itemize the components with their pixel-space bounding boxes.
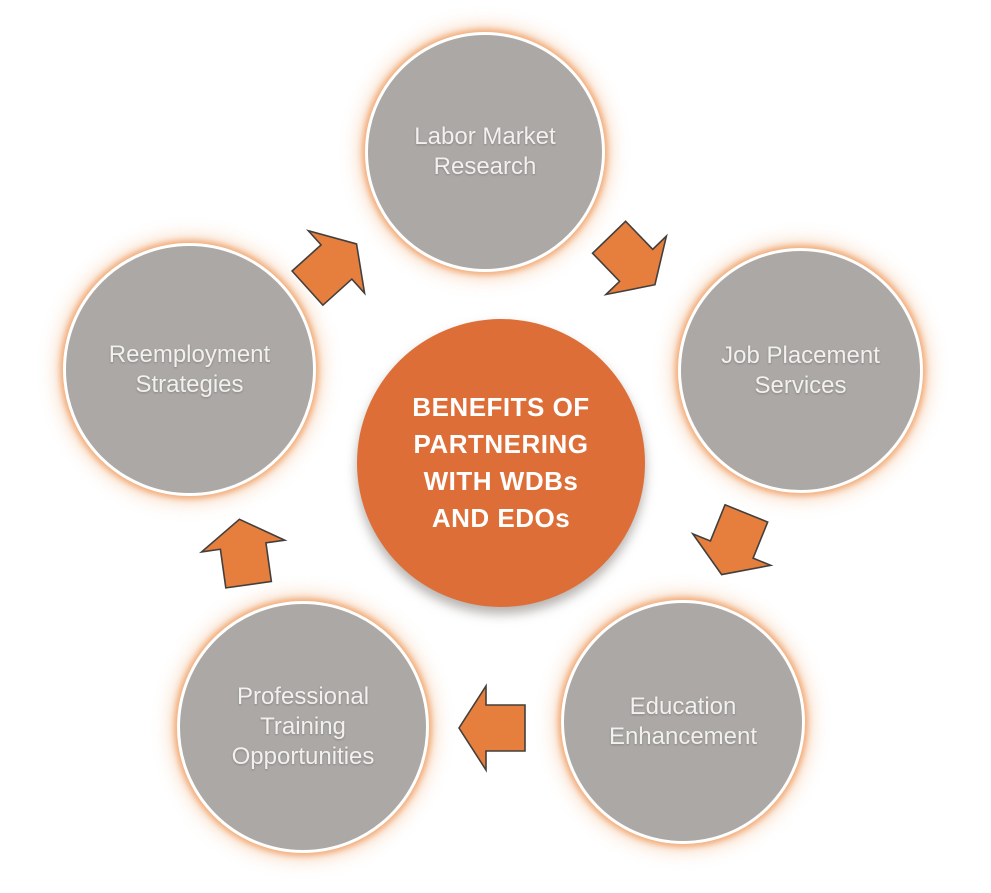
node-label: Education Enhancement xyxy=(608,693,758,750)
node-job-placement-services: Job Placement Services xyxy=(678,248,923,493)
center-circle-benefits: BENEFITS OF PARTNERING WITH WDBs AND EDO… xyxy=(357,319,645,607)
node-labor-market-research: Labor Market Research xyxy=(365,32,605,272)
arrow-education-to-professional-training xyxy=(437,673,547,783)
node-label: Reemployment Strategies xyxy=(108,340,271,398)
node-reemployment-strategies: Reemployment Strategies xyxy=(63,243,316,496)
node-label: Professional Training Opportunities xyxy=(231,683,375,770)
node-education-enhancement: Education Enhancement xyxy=(561,600,805,844)
arrow-reemployment-to-labor-market xyxy=(254,188,409,343)
arrow-job-placement-to-education xyxy=(662,472,805,615)
node-label: Job Placement Services xyxy=(721,341,880,399)
arrow-labor-market-to-job-placement xyxy=(554,183,710,339)
node-label: Labor Market Research xyxy=(414,123,556,180)
center-line-4: AND EDOs xyxy=(431,503,571,533)
center-line-1: BENEFITS OF xyxy=(412,392,590,422)
center-circle-label: BENEFITS OF PARTNERING WITH WDBs AND EDO… xyxy=(412,389,589,537)
center-line-3: WITH WDBs xyxy=(423,466,579,496)
node-professional-training-opportunities: Professional Training Opportunities xyxy=(177,601,429,853)
arrow-professional-training-to-reemployment xyxy=(182,490,306,614)
center-line-2: PARTNERING xyxy=(413,429,589,459)
